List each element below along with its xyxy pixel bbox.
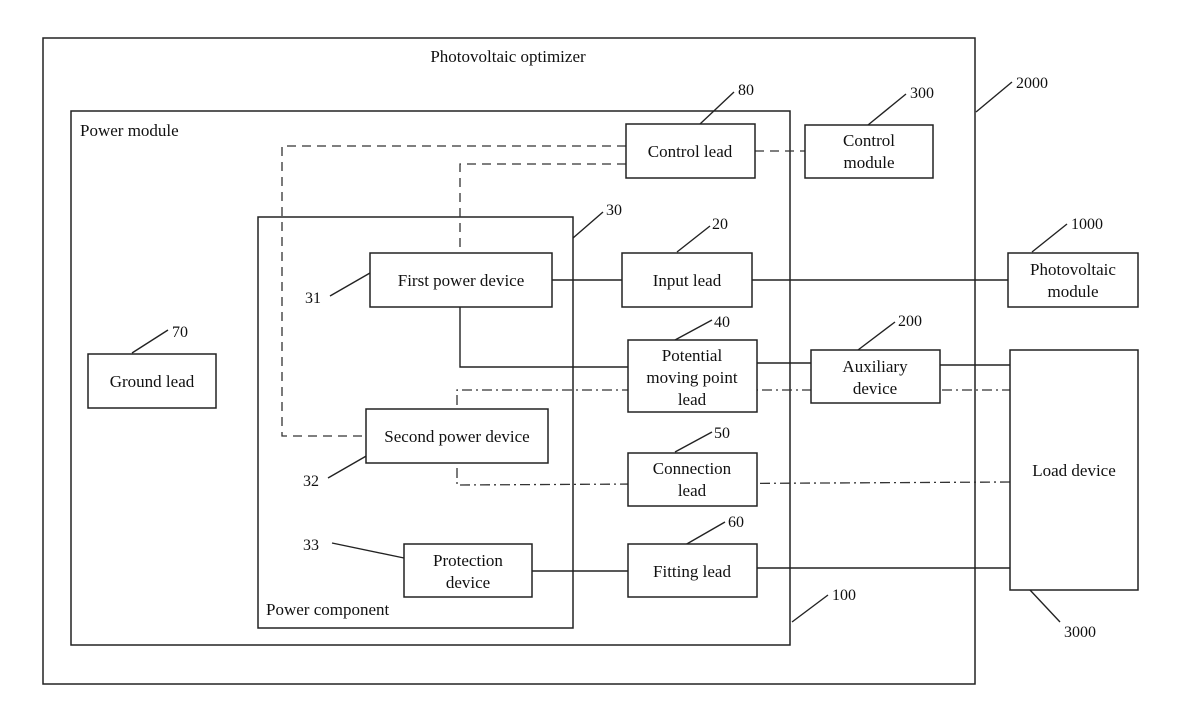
leader-33 (332, 543, 404, 558)
leader-3000 (1030, 590, 1060, 622)
leader-1000 (1032, 224, 1067, 252)
block-potential-lead: Potential moving point lead (628, 340, 757, 412)
ref-300: 300 (910, 85, 934, 102)
connection-lead-label-2: lead (678, 481, 707, 500)
leader-200 (858, 322, 895, 350)
leader-50 (675, 432, 712, 452)
first-power-device-label: First power device (398, 271, 525, 290)
protection-device-label-2: device (446, 573, 490, 592)
leader-300 (868, 94, 906, 125)
leader-2000 (976, 82, 1012, 112)
block-auxiliary-device: Auxiliary device (811, 350, 940, 403)
block-fitting-lead: Fitting lead (628, 544, 757, 597)
connection-lead-label-1: Connection (653, 459, 732, 478)
ref-2000: 2000 (1016, 75, 1048, 92)
fitting-lead-label: Fitting lead (653, 562, 731, 581)
potential-lead-label-1: Potential (662, 346, 723, 365)
dash-control-to-first-device (460, 164, 626, 253)
leader-20 (677, 226, 710, 252)
block-control-module: Control module (805, 125, 933, 178)
leader-30 (573, 212, 603, 238)
leader-70 (132, 330, 168, 353)
block-connection-lead: Connection lead (628, 453, 757, 506)
second-power-device-label: Second power device (384, 427, 529, 446)
ref-60: 60 (728, 514, 744, 531)
ref-100: 100 (832, 587, 856, 604)
line-first-device-to-potential (460, 307, 628, 367)
ref-1000: 1000 (1071, 216, 1103, 233)
potential-lead-label-2: moving point (646, 368, 737, 387)
leader-100 (792, 595, 828, 622)
block-load-device: Load device (1010, 350, 1138, 590)
protection-device-label-1: Protection (433, 551, 503, 570)
auxiliary-device-label-1: Auxiliary (842, 357, 908, 376)
block-second-power-device: Second power device (366, 409, 548, 463)
ground-lead-label: Ground lead (110, 372, 195, 391)
auxiliary-device-label-2: device (853, 379, 897, 398)
photovoltaic-module-label-2: module (1048, 282, 1099, 301)
leader-31 (330, 273, 370, 296)
block-ground-lead: Ground lead (88, 354, 216, 408)
ref-31: 31 (305, 290, 321, 307)
block-photovoltaic-module: Photovoltaic module (1008, 253, 1138, 307)
ref-33: 33 (303, 537, 319, 554)
potential-lead-label-3: lead (678, 390, 707, 409)
leader-32 (328, 455, 368, 478)
power-component-title: Power component (266, 600, 390, 619)
ref-20: 20 (712, 216, 728, 233)
block-input-lead: Input lead (622, 253, 752, 307)
photovoltaic-module-label-1: Photovoltaic (1030, 260, 1116, 279)
control-module-label-1: Control (843, 131, 895, 150)
block-protection-device: Protection device (404, 544, 532, 597)
leader-80 (700, 92, 734, 124)
ref-70: 70 (172, 324, 188, 341)
ref-40: 40 (714, 314, 730, 331)
block-first-power-device: First power device (370, 253, 552, 307)
input-lead-label: Input lead (653, 271, 722, 290)
ref-30: 30 (606, 202, 622, 219)
ref-80: 80 (738, 82, 754, 99)
control-lead-label: Control lead (648, 142, 733, 161)
leader-40 (675, 320, 712, 340)
ref-32: 32 (303, 473, 319, 490)
block-control-lead: Control lead (626, 124, 755, 178)
ref-50: 50 (714, 425, 730, 442)
optimizer-title: Photovoltaic optimizer (430, 47, 586, 66)
control-module-label-2: module (844, 153, 895, 172)
power-module-title: Power module (80, 121, 179, 140)
ref-200: 200 (898, 313, 922, 330)
leader-60 (685, 522, 725, 545)
load-device-label: Load device (1032, 461, 1116, 480)
ref-3000: 3000 (1064, 624, 1096, 641)
